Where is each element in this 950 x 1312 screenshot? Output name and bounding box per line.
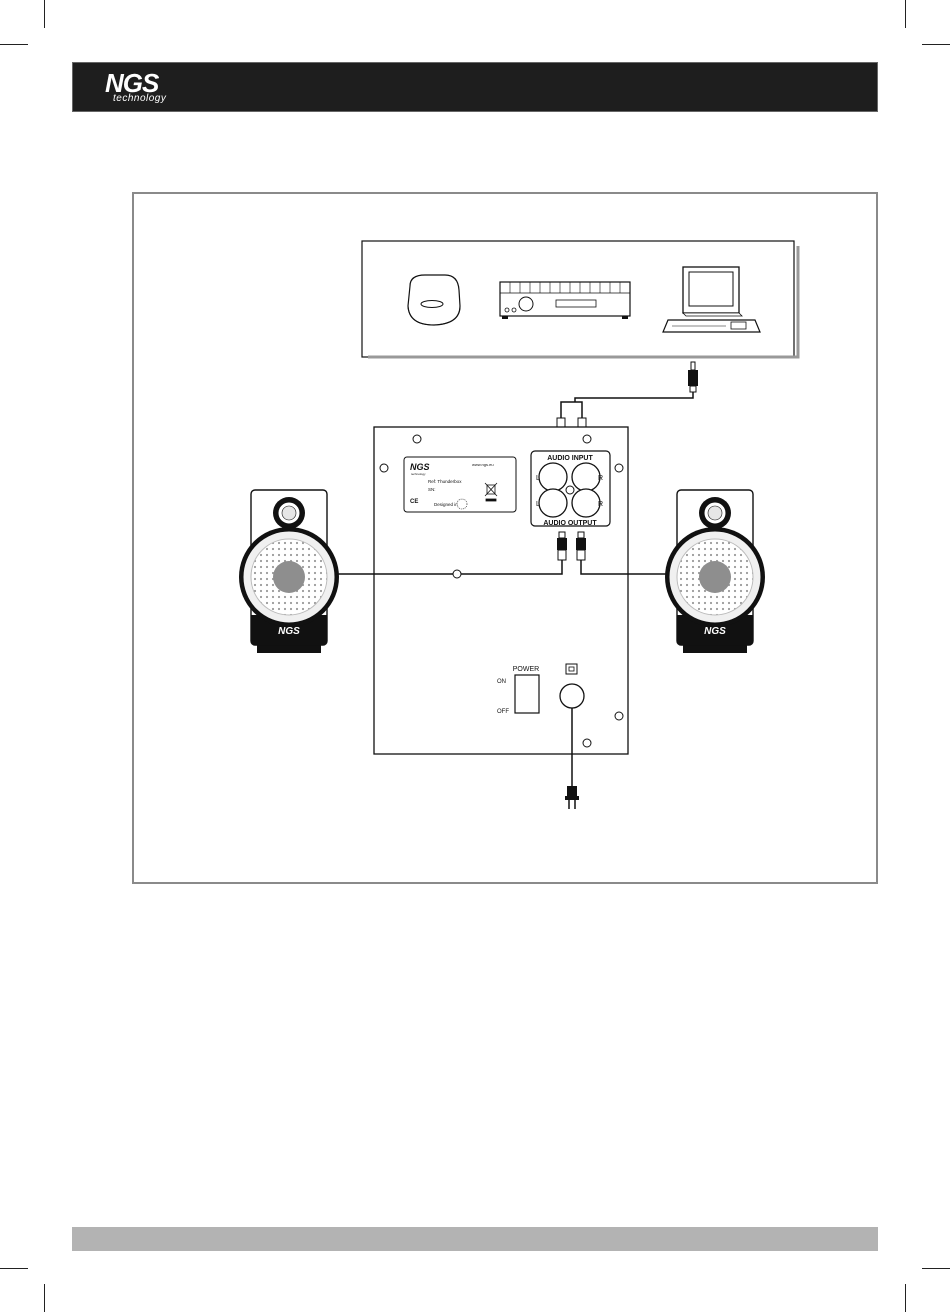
output-l-label: L: [536, 501, 540, 508]
label-website: www.ngs.eu: [472, 462, 494, 467]
input-r-label: R: [598, 475, 603, 482]
output-r-label: R: [598, 501, 603, 508]
audio-io-panel: AUDIO INPUT AUDIO OUTPUT L R L R: [531, 451, 610, 527]
power-on-label: ON: [497, 679, 506, 685]
footer-bar: [72, 1227, 878, 1251]
product-label-sticker: NGS technology www.ngs.eu Ref: Thunderbo…: [404, 457, 516, 512]
disc-player-icon: [408, 275, 460, 325]
label-model: Ref: Thunderbox: [428, 479, 462, 484]
label-brand-sub: technology: [411, 472, 426, 476]
label-ce: CE: [410, 499, 418, 505]
mini-jack-connector: [688, 362, 698, 392]
input-cable: [561, 392, 693, 418]
stereo-receiver-icon: [500, 282, 630, 319]
input-l-label: L: [536, 475, 540, 482]
audio-output-label: AUDIO OUTPUT: [543, 520, 597, 527]
audio-output-left-jack[interactable]: [539, 489, 567, 517]
power-off-label: OFF: [497, 709, 509, 715]
audio-input-left-jack[interactable]: [539, 463, 567, 491]
eu-stars-icon: [457, 499, 467, 509]
label-brand: NGS: [410, 462, 430, 472]
audio-input-label: AUDIO INPUT: [547, 455, 593, 462]
label-sn: SN:: [428, 487, 436, 492]
power-label: POWER: [513, 666, 539, 673]
left-satellite-speaker: NGS: [239, 490, 339, 653]
left-speaker-brand: NGS: [278, 626, 300, 637]
right-satellite-speaker: NGS: [665, 490, 765, 653]
power-plug-icon: [565, 786, 579, 809]
rca-output-plug-right: [576, 532, 586, 560]
right-speaker-brand: NGS: [704, 626, 726, 637]
rca-output-plug-left: [557, 532, 567, 560]
audio-input-right-jack[interactable]: [572, 463, 600, 491]
audio-output-right-jack[interactable]: [572, 489, 600, 517]
label-designed-in: Designed in: [434, 502, 458, 507]
